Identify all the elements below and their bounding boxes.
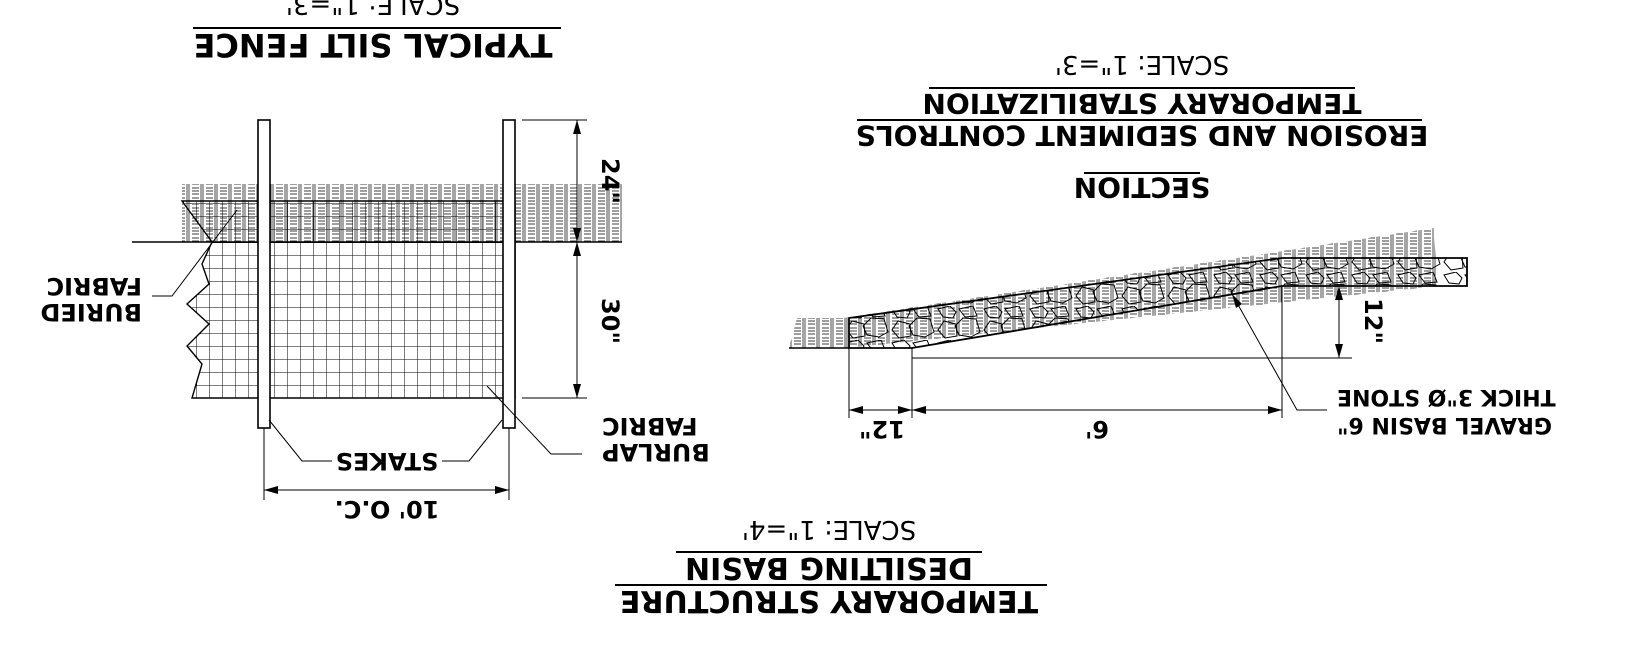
desilting-scale: SCALE: 1"=4': [742, 514, 916, 544]
section-label: SECTION: [1074, 171, 1211, 204]
stakes-label: STAKES: [336, 447, 439, 475]
desilting-title-2: DESILTING BASIN: [685, 550, 973, 585]
burlap-label-2: FABRIC: [602, 412, 698, 440]
dim-arrow-mid-up: [573, 228, 581, 242]
buried-label-2: FABRIC: [46, 272, 142, 300]
dim-24-label: 24": [596, 158, 624, 204]
length-arrow-m2: [898, 406, 912, 414]
buried-label-1: BURIED: [40, 298, 142, 326]
dim-30-label: 30": [596, 298, 624, 344]
gravel-label-2: THICK 3"Ø STONE: [1337, 384, 1556, 409]
dim-spacing-arrow-r: [264, 486, 278, 494]
depth-label: 12": [1359, 298, 1387, 344]
left-dim-label: 12": [859, 415, 905, 443]
stab-title-1: EROSION AND SEDIMENT CONTROLS: [856, 119, 1429, 152]
stakes-leader: [268, 419, 503, 462]
stake-left: [502, 119, 516, 429]
dim-arrow-mid-down: [573, 242, 581, 256]
dim-arrow-bottom: [573, 384, 581, 398]
gravel-basin-fill: [848, 257, 1468, 349]
length-arrow-l: [1268, 406, 1282, 414]
length-arrow-r: [849, 406, 863, 414]
burlap-label-1: BURLAP: [602, 438, 710, 466]
dim-spacing-arrow-l: [495, 486, 509, 494]
stab-title-2: TEMPORARY STABILIZATION: [922, 87, 1361, 120]
length-label: 6': [1085, 415, 1109, 443]
gravel-leader-arrow: [1232, 294, 1242, 308]
gravel-label-1: GRAVEL BASIN 6": [1337, 412, 1552, 437]
desilting-title-1: TEMPORARY STRUCTURE: [620, 583, 1038, 618]
burlap-leader: [486, 385, 582, 455]
gravel-leader: [1231, 293, 1327, 411]
silt-fence-detail: 24" 30" 10' O.C. STAKES BURLAP FABRIC BU…: [40, 0, 709, 523]
burlap-fabric-grid: [180, 200, 516, 399]
depth-arrow-bottom: [1335, 344, 1343, 358]
stake-right: [257, 119, 271, 429]
buried-leader: [152, 209, 238, 297]
length-arrow-m1: [912, 406, 926, 414]
dim-spacing-label: 10' O.C.: [335, 495, 440, 523]
fence-scale: SCALE: 1"=3': [286, 0, 460, 19]
stab-scale: SCALE: 1"=3': [1055, 49, 1229, 79]
rotated-sheet: 24" 30" 10' O.C. STAKES BURLAP FABRIC BU…: [40, 0, 1555, 618]
stabilization-detail: 12" 6' 12" GRAVEL BASIN 6" THICK 3"Ø STO…: [789, 49, 1556, 443]
desilting-title-block: TEMPORARY STRUCTURE DESILTING BASIN SCAL…: [615, 514, 1047, 618]
depth-arrow-top: [1335, 286, 1343, 300]
dim-arrow-top: [573, 120, 581, 134]
fence-title: TYPICAL SILT FENCE: [194, 26, 553, 64]
